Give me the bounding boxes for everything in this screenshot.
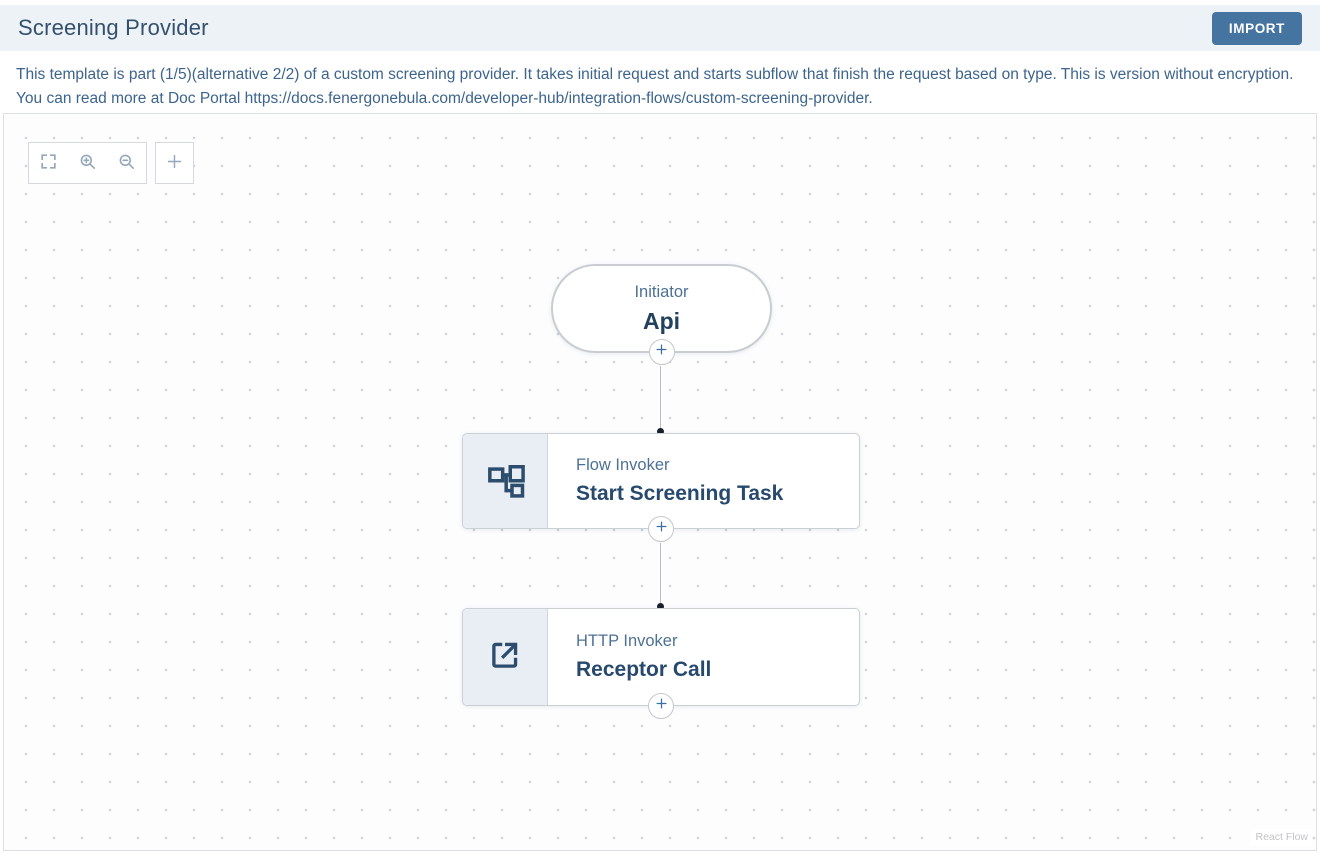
node-title: Api xyxy=(642,307,681,334)
node-text-section: HTTP Invoker Receptor Call xyxy=(548,609,859,705)
plus-icon xyxy=(654,696,669,716)
node-type-label: HTTP Invoker xyxy=(576,632,678,650)
add-step-button[interactable] xyxy=(648,516,674,542)
edge-initiator-to-flow-invoker xyxy=(660,366,661,432)
fit-view-icon xyxy=(39,152,58,174)
fit-view-button[interactable] xyxy=(29,143,68,183)
node-text-section: Flow Invoker Start Screening Task xyxy=(548,434,859,528)
plus-icon xyxy=(654,519,669,539)
add-node-group xyxy=(155,142,194,184)
node-type-label: Flow Invoker xyxy=(576,456,670,474)
plus-icon xyxy=(165,152,184,174)
edge-flow-invoker-to-http-invoker xyxy=(660,543,661,607)
page-header: Screening Provider IMPORT xyxy=(0,5,1320,51)
node-icon-section xyxy=(463,609,548,705)
zoom-out-icon xyxy=(117,152,136,174)
node-type-label: Initiator xyxy=(634,282,689,301)
flow-invoker-icon xyxy=(484,458,526,505)
node-http-invoker[interactable]: HTTP Invoker Receptor Call xyxy=(462,608,860,719)
add-node-button[interactable] xyxy=(156,143,193,183)
zoom-out-button[interactable] xyxy=(107,143,146,183)
edge-endpoint-dot xyxy=(657,428,664,435)
node-flow-invoker[interactable]: Flow Invoker Start Screening Task xyxy=(462,433,860,542)
add-step-button[interactable] xyxy=(648,693,674,719)
zoom-controls-group xyxy=(28,142,147,184)
zoom-in-icon xyxy=(78,152,97,174)
node-icon-section xyxy=(463,434,548,528)
react-flow-attribution[interactable]: React Flow xyxy=(1251,829,1312,845)
edge-endpoint-dot xyxy=(657,603,664,610)
template-description: This template is part (1/5)(alternative … xyxy=(16,66,1294,107)
external-link-icon xyxy=(485,635,525,680)
node-title: Receptor Call xyxy=(576,658,712,681)
import-button[interactable]: IMPORT xyxy=(1211,11,1302,45)
plus-icon xyxy=(654,342,669,362)
zoom-in-button[interactable] xyxy=(68,143,107,183)
node-initiator[interactable]: Initiator Api xyxy=(551,264,772,365)
node-title: Start Screening Task xyxy=(576,482,784,505)
page-title: Screening Provider xyxy=(18,15,209,40)
add-step-button[interactable] xyxy=(648,339,675,365)
flow-canvas[interactable]: Initiator Api Flow Invoke xyxy=(3,113,1317,851)
canvas-toolbar xyxy=(28,142,194,184)
